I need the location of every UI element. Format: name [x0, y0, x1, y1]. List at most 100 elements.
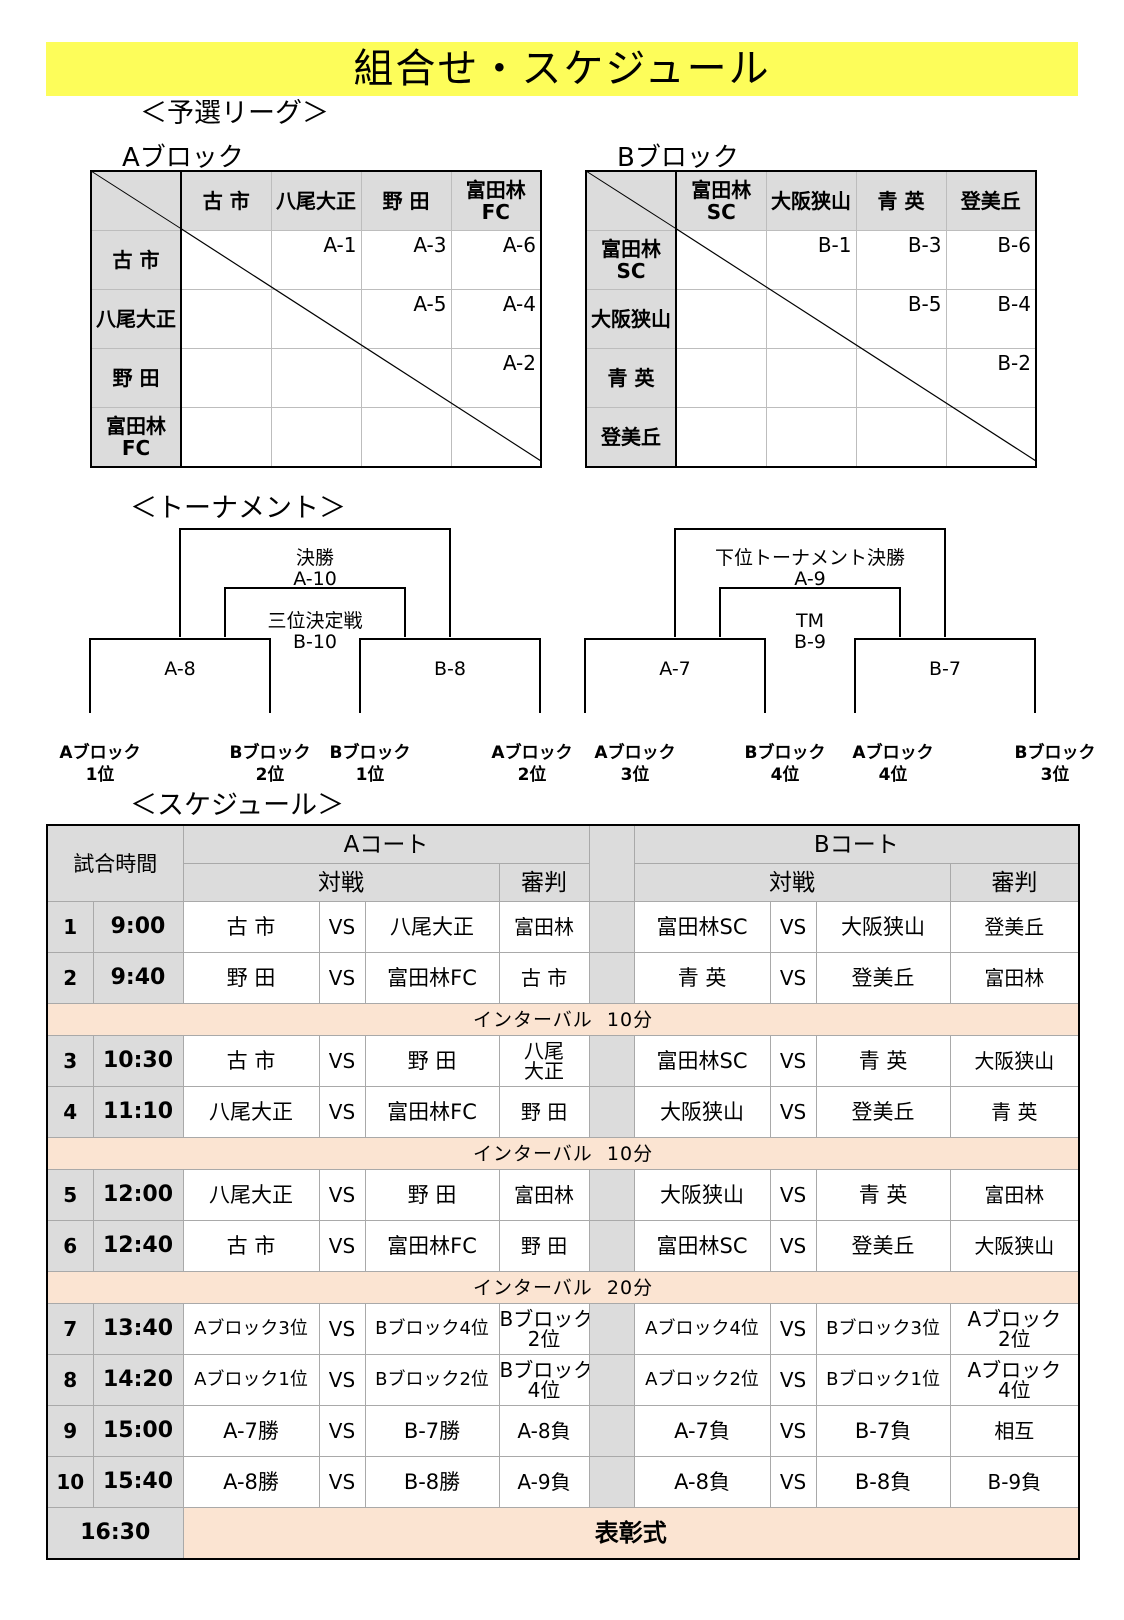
court-a-referee: 富田林: [498, 901, 590, 953]
court-a-team-2: Bブロック2位: [364, 1354, 500, 1406]
match-number: 2: [46, 952, 94, 1004]
court-b-vs: VS: [769, 1220, 817, 1272]
court-a-referee: 野 田: [498, 1086, 590, 1138]
court-b-referee: 大阪狭山: [949, 1035, 1080, 1087]
court-a-team-2: 野 田: [364, 1169, 500, 1221]
court-b-referee: 青 英: [949, 1086, 1080, 1138]
court-a-vs: VS: [318, 1303, 366, 1355]
schedule-section-heading: ＜スケジュール＞: [130, 790, 345, 821]
court-a-referee-line: Bブロック: [499, 1358, 590, 1382]
match-time: 12:00: [92, 1169, 184, 1221]
court-b-vs: VS: [769, 1405, 817, 1457]
court-b-team-1: Aブロック4位: [633, 1303, 771, 1355]
time-header: 試合時間: [46, 824, 184, 902]
court-b-team-1: 富田林SC: [633, 1220, 771, 1272]
court-b-referee: 相互: [949, 1405, 1080, 1457]
match-time: 15:00: [92, 1405, 184, 1457]
court-a-team-2: Bブロック4位: [364, 1303, 500, 1355]
court-a-vs: VS: [318, 952, 366, 1004]
court-a-vs: VS: [318, 1169, 366, 1221]
tournament-area: 決勝 A-10 三位決定戦 B-10 A-8 B-8 下位トーナメント決勝 A-…: [0, 0, 1124, 800]
court-divider-header: [588, 824, 635, 902]
match-time: 12:40: [92, 1220, 184, 1272]
court-a-referee: 古 市: [498, 952, 590, 1004]
court-divider: [588, 1405, 635, 1457]
court-b-team-1: 大阪狭山: [633, 1086, 771, 1138]
court-a-team-1: 古 市: [182, 1220, 320, 1272]
grid-b-col-team: 大阪狭山: [765, 170, 857, 231]
court-b-referee: 登美丘: [949, 901, 1080, 953]
court-a-team-2: 八尾大正: [364, 901, 500, 953]
match-time: 13:40: [92, 1303, 184, 1355]
page-title: 組合せ・スケジュール: [46, 42, 1078, 96]
court-a-team-1: Aブロック1位: [182, 1354, 320, 1406]
court-b-referee: 大阪狭山: [949, 1220, 1080, 1272]
lower-semifinal-left-code: A-7: [659, 658, 691, 680]
tm-code: B-9: [794, 631, 826, 653]
grid-a-row-team: 古 市: [90, 230, 182, 290]
interval-duration: 10分: [606, 1008, 654, 1031]
match-time: 9:40: [92, 952, 184, 1004]
award-ceremony: 表彰式: [182, 1507, 1080, 1560]
court-a-team-1: A-8勝: [182, 1456, 320, 1508]
grid-a-col-team: 八尾大正: [270, 170, 362, 231]
upper-left-semi-bracket: [89, 638, 271, 713]
court-a-team-1: A-7勝: [182, 1405, 320, 1457]
interval-label: インターバル: [472, 1142, 593, 1165]
semifinal-left-code: A-8: [164, 658, 196, 680]
court-a-referee: 八尾大正: [498, 1035, 590, 1087]
court-b-team-2: B-8負: [815, 1456, 951, 1508]
grid-b-row-team: 青 英: [585, 348, 677, 408]
court-a-vs: VS: [318, 1086, 366, 1138]
block-b-label: Bブロック: [617, 143, 739, 173]
court-b-vs: VS: [769, 1303, 817, 1355]
court-a-team-2: B-8勝: [364, 1456, 500, 1508]
court-b-vs: VS: [769, 1354, 817, 1406]
court-a-team-1: Aブロック3位: [182, 1303, 320, 1355]
court-divider: [588, 952, 635, 1004]
court-a-vs: VS: [318, 1035, 366, 1087]
court-a-ref-header: 審判: [498, 863, 590, 902]
match-number: 1: [46, 901, 94, 953]
lower-semifinal-right-code: B-7: [929, 658, 961, 680]
court-b-ref-header: 審判: [949, 863, 1080, 902]
court-a-referee: A-9負: [498, 1456, 590, 1508]
third-place-title: 三位決定戦: [267, 610, 363, 632]
court-b-team-2: B-7負: [815, 1405, 951, 1457]
court-a-vs: VS: [318, 1456, 366, 1508]
court-b-team-2: 青 英: [815, 1035, 951, 1087]
court-b-team-1: A-8負: [633, 1456, 771, 1508]
interval-duration: 10分: [606, 1142, 654, 1165]
tm-title: TM: [796, 610, 824, 632]
court-b-referee-line: 2位: [997, 1327, 1031, 1351]
court-divider: [588, 901, 635, 953]
court-a-vs: VS: [318, 1220, 366, 1272]
court-divider: [588, 1220, 635, 1272]
court-a-team-1: 野 田: [182, 952, 320, 1004]
grid-b-row-team: 大阪狭山: [585, 289, 677, 349]
court-b-team-2: Bブロック1位: [815, 1354, 951, 1406]
court-divider: [588, 1086, 635, 1138]
court-a-match-header: 対戦: [182, 863, 500, 902]
court-b-team-2: 登美丘: [815, 952, 951, 1004]
final-title: 決勝: [295, 547, 334, 569]
closing-time: 16:30: [46, 1507, 184, 1560]
court-b-team-1: Aブロック2位: [633, 1354, 771, 1406]
interval-row: インターバル 20分: [46, 1271, 1080, 1304]
match-number: 6: [46, 1220, 94, 1272]
match-number: 3: [46, 1035, 94, 1087]
court-a-team-1: 八尾大正: [182, 1169, 320, 1221]
court-a-referee: A-8負: [498, 1405, 590, 1457]
